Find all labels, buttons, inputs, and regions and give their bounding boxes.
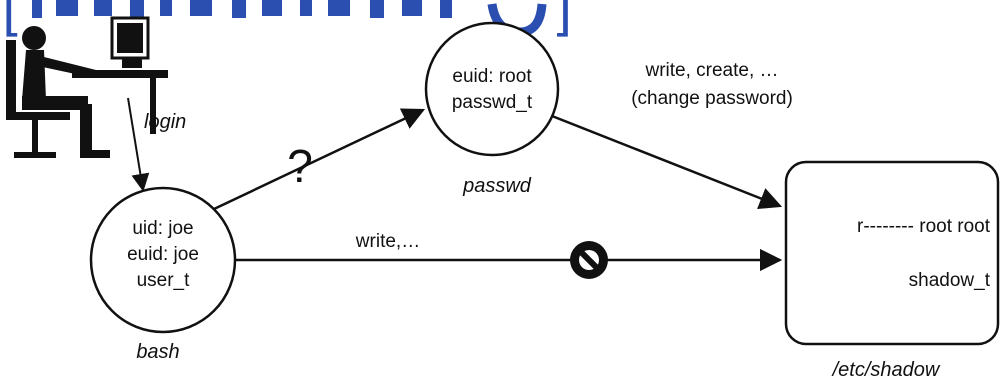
header-bracket-open: [ — [2, 0, 22, 43]
shadow-file-node — [784, 160, 1000, 346]
login-label: login — [144, 111, 186, 133]
passwd-to-shadow-arrow — [551, 114, 783, 210]
passwd-to-shadow-label-1: write, create, … — [644, 60, 778, 81]
login-arrow — [127, 97, 150, 192]
bash-to-shadow-label: write,… — [355, 231, 420, 252]
bash-to-passwd-question: ? — [287, 140, 313, 192]
passwd-euid-line: euid: root — [452, 66, 532, 87]
header-title: [ ] — [2, 0, 572, 43]
prohibited-icon — [570, 241, 608, 279]
passwd-domain-line: passwd_t — [452, 92, 533, 113]
bash-to-passwd-arrow — [213, 108, 426, 211]
passwd-caption: passwd — [462, 175, 532, 197]
header-bracket-close: ] — [552, 0, 572, 43]
passwd-to-shadow-label-2: (change password) — [631, 88, 793, 109]
user-at-computer-icon — [6, 16, 168, 158]
passwd-process-node — [424, 21, 560, 157]
shadow-caption: /etc/shadow — [831, 359, 941, 381]
bash-domain-line: user_t — [137, 270, 191, 291]
shadow-permissions: r-------- root root — [857, 216, 991, 237]
bash-euid-line: euid: joe — [127, 244, 199, 265]
bash-uid-line: uid: joe — [132, 218, 193, 239]
shadow-type: shadow_t — [909, 270, 991, 291]
bash-caption: bash — [136, 341, 179, 363]
